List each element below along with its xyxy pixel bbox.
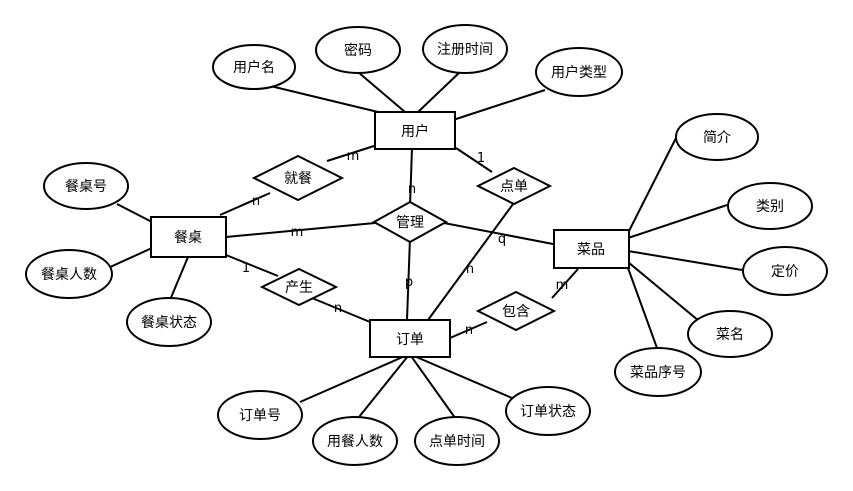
line-price	[627, 250, 743, 271]
line-table-status	[169, 256, 189, 301]
attribute-dish-name: 菜名	[687, 310, 773, 358]
svg-text:用户类型: 用户类型	[551, 64, 607, 81]
svg-text:餐桌状态: 餐桌状态	[141, 315, 197, 331]
card-dish-contain: m	[556, 278, 569, 293]
svg-text:包含: 包含	[502, 304, 530, 320]
svg-text:菜名: 菜名	[716, 327, 744, 343]
line-user-manage	[409, 147, 413, 207]
svg-text:用户: 用户	[401, 123, 429, 140]
svg-text:定价: 定价	[771, 264, 799, 280]
attribute-order-time: 点单时间	[414, 416, 500, 466]
attribute-register-time: 注册时间	[422, 24, 508, 74]
line-password	[357, 71, 406, 113]
attribute-price: 定价	[742, 246, 828, 296]
card-order-manage: p	[405, 275, 413, 290]
attribute-order-no: 订单号	[217, 390, 303, 440]
svg-text:密码: 密码	[344, 42, 372, 59]
line-user-type	[452, 89, 546, 121]
line-manage-order	[406, 237, 411, 321]
svg-text:餐桌号: 餐桌号	[65, 179, 107, 195]
svg-text:菜品序号: 菜品序号	[630, 365, 686, 381]
line-produce-order	[311, 297, 371, 323]
card-order-point: n	[466, 262, 474, 277]
svg-text:就餐: 就餐	[284, 171, 312, 187]
line-order-status	[413, 355, 513, 399]
line-table-no	[116, 203, 153, 223]
line-contain-dish	[551, 268, 579, 299]
line-table-produce	[225, 254, 279, 277]
line-table-people	[107, 247, 153, 269]
svg-text:用餐人数: 用餐人数	[327, 434, 383, 450]
svg-text:菜品: 菜品	[577, 242, 605, 258]
entity-dish: 菜品	[553, 229, 630, 269]
relationship-dine: 就餐	[251, 154, 345, 202]
line-register-time	[417, 71, 461, 113]
card-order-produce: n	[334, 301, 342, 316]
line-user-point	[455, 147, 493, 173]
svg-text:订单状态: 订单状态	[520, 404, 576, 420]
card-table-manage: m	[291, 225, 304, 240]
card-user-point: 1	[477, 151, 485, 166]
attribute-intro: 简介	[675, 113, 759, 161]
card-table-dine: n	[252, 194, 260, 209]
line-table-manage	[225, 222, 376, 238]
attribute-diners: 用餐人数	[312, 416, 398, 466]
entity-table: 餐桌	[150, 216, 227, 258]
line-manage-dish	[443, 222, 554, 245]
attribute-user-type: 用户类型	[535, 47, 623, 97]
relationship-manage: 管理	[371, 200, 449, 244]
connector-lines	[107, 71, 743, 423]
line-user-dine	[326, 145, 375, 162]
attribute-dish-no: 菜品序号	[614, 347, 702, 397]
svg-text:产生: 产生	[285, 280, 313, 296]
attribute-category: 类别	[727, 182, 813, 230]
attribute-table-status: 餐桌状态	[126, 297, 212, 347]
line-order-time	[410, 355, 459, 423]
line-diners	[354, 355, 409, 423]
card-dish-manage: q	[498, 232, 506, 247]
line-intro	[627, 137, 677, 234]
card-table-produce: 1	[242, 261, 250, 276]
relationship-contain: 包含	[475, 290, 557, 332]
svg-text:餐桌: 餐桌	[174, 230, 202, 246]
relationship-produce: 产生	[259, 267, 339, 307]
line-order-contain	[449, 321, 488, 339]
cardinality-labels: m n n m q p 1 n 1 n n m	[242, 149, 568, 338]
line-category	[627, 204, 728, 239]
attribute-order-status: 订单状态	[505, 386, 591, 436]
attribute-table-people: 餐桌人数	[25, 249, 113, 299]
line-dish-name	[627, 261, 706, 327]
svg-text:订单号: 订单号	[239, 408, 281, 424]
svg-text:用户名: 用户名	[233, 59, 275, 76]
svg-text:餐桌人数: 餐桌人数	[41, 267, 97, 283]
svg-text:订单: 订单	[396, 332, 424, 348]
line-dine-table	[219, 192, 271, 216]
svg-text:管理: 管理	[396, 215, 424, 231]
svg-text:简介: 简介	[703, 129, 731, 146]
relationship-point-order: 点单	[475, 166, 553, 206]
line-order-no	[299, 355, 406, 403]
line-username	[257, 82, 379, 113]
line-point-order	[427, 199, 517, 321]
card-user-dine: m	[347, 149, 360, 164]
card-user-manage: n	[408, 182, 416, 197]
attribute-username: 用户名	[212, 44, 296, 90]
card-order-contain: n	[465, 323, 473, 338]
svg-text:点单: 点单	[500, 179, 528, 195]
attribute-table-no: 餐桌号	[43, 162, 129, 210]
svg-text:类别: 类别	[756, 199, 784, 215]
entity-order: 订单	[369, 319, 451, 358]
svg-text:点单时间: 点单时间	[429, 434, 485, 450]
svg-text:注册时间: 注册时间	[437, 42, 493, 58]
entity-user: 用户	[374, 111, 456, 150]
line-dish-no	[627, 267, 658, 349]
attribute-password: 密码	[315, 26, 401, 74]
